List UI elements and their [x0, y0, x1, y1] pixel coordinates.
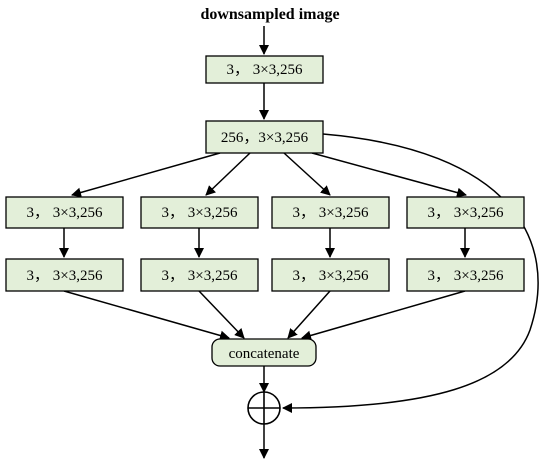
edges [59, 26, 539, 459]
input-label: downsampled image [200, 6, 339, 23]
edge-b4-to-concat [301, 290, 466, 341]
node-branch3-row1: 3， 3×3,256 [271, 196, 390, 229]
node-branch3-row1-label: 3， 3×3,256 [293, 205, 369, 221]
sum-node [247, 391, 281, 425]
edge-skip-connection [282, 133, 539, 413]
node-branch1-row1: 3， 3×3,256 [5, 196, 124, 229]
node-top-conv: 3， 3×3,256 [205, 55, 324, 84]
node-branch1-row2-label: 3， 3×3,256 [27, 268, 103, 284]
edge-256-to-b3 [283, 152, 331, 196]
node-concatenate-label: concatenate [229, 346, 300, 362]
edge-b2-to-concat [198, 290, 245, 339]
node-branch4-row1-label: 3， 3×3,256 [428, 205, 504, 221]
node-branch3-row2: 3， 3×3,256 [271, 258, 390, 292]
node-branch2-row2: 3， 3×3,256 [140, 258, 259, 292]
edge-b1-to-concat [63, 290, 230, 341]
edge-256-to-b4 [311, 152, 467, 198]
edge-256-to-b1 [71, 152, 221, 198]
nodes: 3， 3×3,256 256，3×3,256 3， 3×3,256 3， 3×3… [5, 55, 525, 367]
node-branch2-row2-label: 3， 3×3,256 [162, 268, 238, 284]
node-branch2-row1: 3， 3×3,256 [140, 196, 259, 229]
node-branch4-row1: 3， 3×3,256 [406, 196, 525, 229]
node-branch2-row1-label: 3， 3×3,256 [162, 205, 238, 221]
edge-256-to-b2 [205, 152, 251, 196]
node-branch1-row2: 3， 3×3,256 [5, 258, 124, 292]
node-top-conv-label: 3， 3×3,256 [227, 62, 303, 78]
node-branch4-row2: 3， 3×3,256 [406, 258, 525, 292]
edge-b3-to-concat [287, 290, 331, 339]
node-conv-256: 256，3×3,256 [205, 120, 324, 154]
node-conv-256-label: 256，3×3,256 [221, 130, 309, 146]
node-concatenate: concatenate [211, 338, 317, 367]
node-branch3-row2-label: 3， 3×3,256 [293, 268, 369, 284]
node-branch1-row1-label: 3， 3×3,256 [27, 205, 103, 221]
node-branch4-row2-label: 3， 3×3,256 [428, 268, 504, 284]
